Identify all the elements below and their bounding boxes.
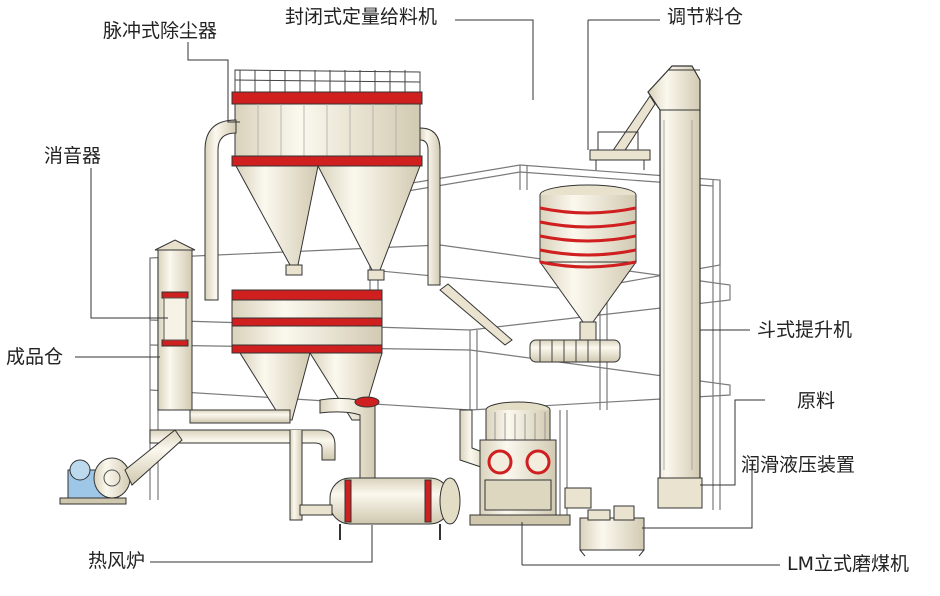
lube-hydraulic-unit [579, 505, 645, 557]
silencer-unit [154, 239, 196, 411]
label-lm-coal-mill: LM立式磨煤机 [787, 553, 909, 575]
pulse-dust-collector [204, 69, 441, 301]
label-feeder: 封闭式定量给料机 [285, 6, 438, 28]
closed-feeder [439, 283, 621, 363]
label-product-bin: 成品仓 [6, 346, 64, 368]
label-regulating-bin: 调节料仓 [667, 6, 744, 28]
hot-air-furnace [299, 477, 461, 540]
fan-motor [59, 429, 183, 505]
label-hot-air-furnace: 热风炉 [88, 550, 146, 572]
label-bucket-elevator: 斗式提升机 [757, 319, 853, 341]
label-lube-hydraulic: 润滑液压装置 [741, 454, 856, 476]
label-dust-collector: 脉冲式除尘器 [103, 20, 218, 42]
lm-vertical-mill [469, 401, 592, 526]
regulating-bin [539, 149, 651, 323]
leader-lines [75, 19, 780, 566]
label-raw-material: 原料 [797, 390, 836, 412]
bucket-elevator [597, 65, 703, 509]
label-silencer: 消音器 [44, 145, 102, 167]
